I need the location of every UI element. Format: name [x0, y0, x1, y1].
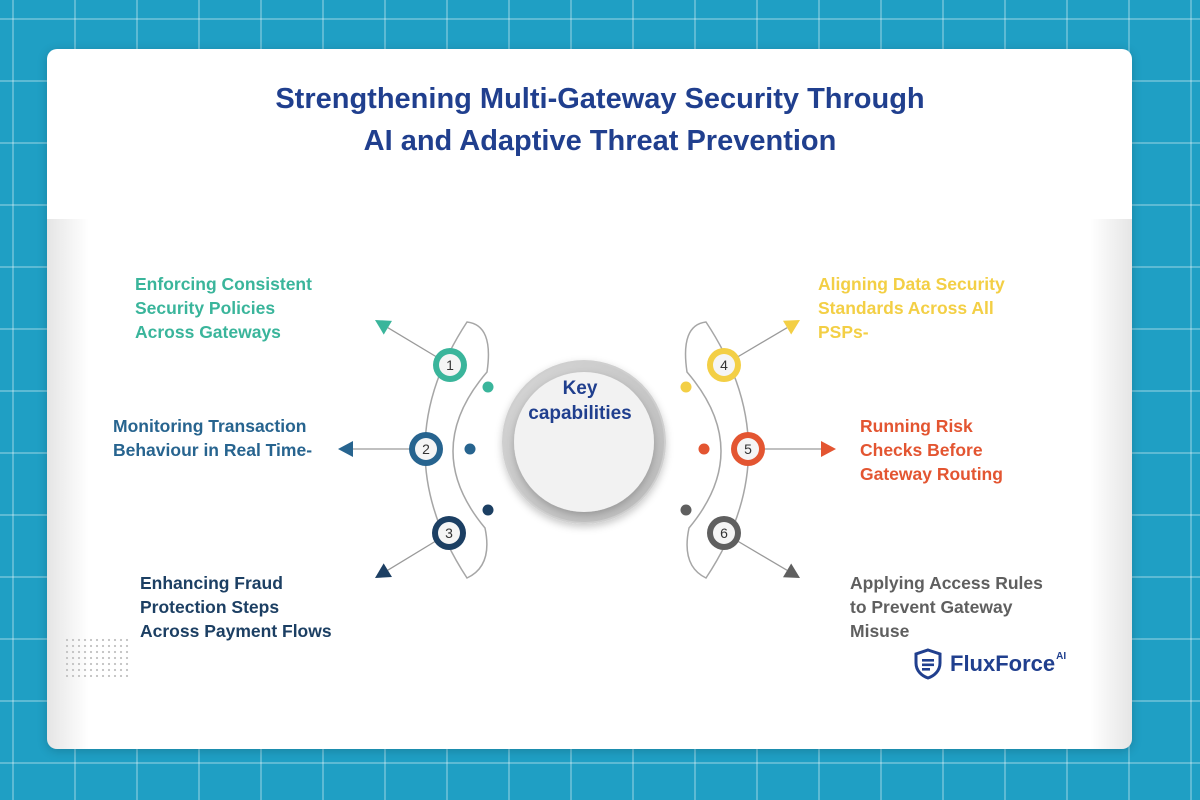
node-number-1: 1	[446, 357, 454, 373]
node-inner-3	[438, 522, 460, 544]
arrow-head-2	[338, 441, 353, 457]
capability-5-line-3: Gateway Routing	[860, 464, 1003, 484]
node-dot-3	[482, 504, 494, 516]
capability-label-2: Monitoring Transaction Behaviour in Real…	[113, 414, 312, 462]
title-line-1: Strengthening Multi-Gateway Security Thr…	[275, 83, 925, 115]
node-number-2: 2	[422, 441, 430, 457]
node-dot-1	[482, 381, 494, 393]
title-line-2: AI and Adaptive Threat Prevention	[363, 125, 837, 157]
node-dot-5	[698, 443, 710, 455]
node-dot-6	[680, 504, 692, 516]
capability-5-line-1: Running Risk	[860, 416, 973, 436]
logo-superscript: AI	[1056, 650, 1067, 662]
capability-4-line-2: Standards Across All	[818, 298, 994, 318]
capability-label-3: Enhancing Fraud Protection Steps Across …	[140, 571, 332, 643]
node-inner-2	[415, 438, 437, 460]
capability-label-5: Running Risk Checks Before Gateway Routi…	[860, 414, 1003, 486]
capability-6-line-3: Misuse	[850, 621, 910, 641]
arrow-head-1	[375, 320, 392, 335]
capability-1-line-3: Across Gateways	[135, 322, 281, 342]
capability-label-4: Aligning Data Security Standards Across …	[818, 272, 1005, 344]
page-title: Strengthening Multi-Gateway Security Thr…	[0, 78, 1200, 162]
capability-4-line-1: Aligning Data Security	[818, 274, 1005, 294]
fluxforce-logo: FluxForce AI	[912, 648, 1066, 680]
arrow-head-5	[821, 441, 836, 457]
node-number-3: 3	[445, 525, 453, 541]
capability-label-6: Applying Access Rules to Prevent Gateway…	[850, 571, 1043, 643]
center-circle-inner	[514, 372, 654, 512]
arrow-head-3	[375, 563, 392, 578]
capability-2-line-1: Monitoring Transaction	[113, 416, 307, 436]
logo-name: FluxForce	[950, 651, 1056, 676]
capability-label-1: Enforcing Consistent Security Policies A…	[135, 272, 312, 344]
center-label: Key capabilities	[515, 376, 645, 426]
capability-6-line-1: Applying Access Rules	[850, 573, 1043, 593]
capability-2-line-2: Behaviour in Real Time-	[113, 440, 313, 460]
node-number-4: 4	[720, 357, 728, 373]
node-inner-4	[713, 354, 735, 376]
center-label-line-1: Key	[562, 378, 598, 399]
capability-3-line-3: Across Payment Flows	[140, 621, 332, 641]
shield-icon	[914, 648, 942, 680]
node-inner-1	[439, 354, 461, 376]
capability-1-line-1: Enforcing Consistent	[135, 274, 312, 294]
capability-5-line-2: Checks Before	[860, 440, 983, 460]
node-dot-2	[464, 443, 476, 455]
node-number-5: 5	[744, 441, 752, 457]
capability-4-line-3: PSPs-	[818, 322, 869, 342]
capability-1-line-2: Security Policies	[135, 298, 276, 318]
right-side-shade	[1090, 219, 1132, 749]
capability-3-line-1: Enhancing Fraud	[140, 573, 283, 593]
capability-3-line-2: Protection Steps	[140, 597, 280, 617]
dot-grid-decoration	[64, 637, 130, 677]
node-number-6: 6	[720, 525, 728, 541]
center-label-line-2: capabilities	[528, 403, 632, 424]
node-inner-5	[737, 438, 759, 460]
node-inner-6	[713, 522, 735, 544]
arrow-head-6	[783, 563, 800, 578]
node-dot-4	[680, 381, 692, 393]
capability-6-line-2: to Prevent Gateway	[850, 597, 1013, 617]
arrow-head-4	[783, 320, 800, 335]
